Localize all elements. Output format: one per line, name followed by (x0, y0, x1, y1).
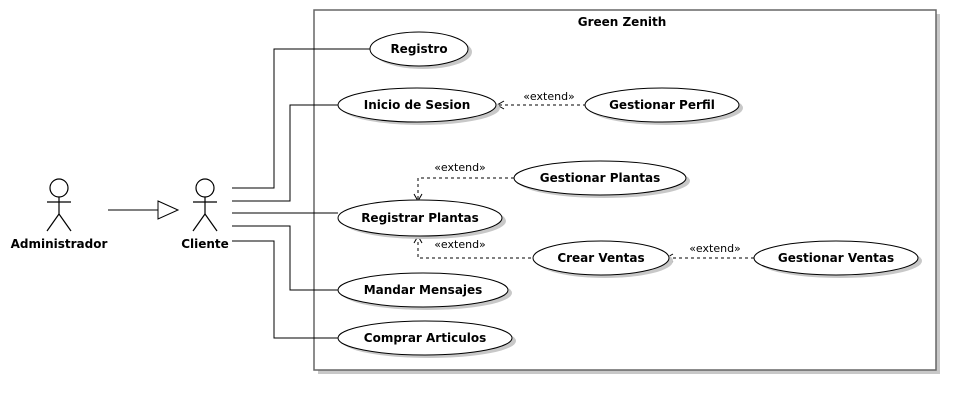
extend-relations: «extend» «extend» «extend» «extend» (413, 90, 754, 263)
use-case-crear-ventas-label: Crear Ventas (557, 251, 644, 265)
assoc-inicio-sesion (232, 104, 338, 202)
system-title: Green Zenith (578, 15, 667, 29)
use-case-crear-ventas[interactable]: Crear Ventas (532, 240, 673, 278)
use-case-mandar-mensajes[interactable]: Mandar Mensajes (337, 272, 512, 310)
use-case-gestionar-perfil-label: Gestionar Perfil (609, 98, 715, 112)
use-case-comprar-articulos-label: Comprar Articulos (364, 331, 486, 345)
use-case-gestionar-plantas-label: Gestionar Plantas (540, 171, 661, 185)
assoc-mandar-mensajes (232, 225, 338, 291)
extend-label-perfil: «extend» (523, 90, 575, 103)
use-case-gestionar-ventas-label: Gestionar Ventas (778, 251, 894, 265)
actor-cliente[interactable]: Cliente (181, 178, 229, 251)
use-case-mandar-mensajes-label: Mandar Mensajes (364, 283, 483, 297)
use-case-gestionar-ventas[interactable]: Gestionar Ventas (753, 240, 922, 278)
generalization-admin-cliente (108, 200, 180, 220)
assoc-registro (232, 48, 370, 189)
use-case-gestionar-perfil[interactable]: Gestionar Perfil (584, 87, 743, 125)
use-case-registro[interactable]: Registro (369, 31, 472, 69)
extend-label-crear-ventas: «extend» (434, 238, 486, 251)
actor-administrador-label: Administrador (11, 237, 108, 251)
use-case-registro-label: Registro (390, 42, 447, 56)
use-case-inicio-sesion[interactable]: Inicio de Sesion (337, 87, 500, 125)
assoc-comprar-articulos (232, 240, 338, 339)
use-case-gestionar-plantas[interactable]: Gestionar Plantas (513, 160, 690, 198)
extend-label-plantas: «extend» (434, 161, 486, 174)
extend-crear-ventas (417, 236, 537, 259)
actor-administrador[interactable]: Administrador (11, 178, 108, 251)
actor-cliente-label: Cliente (181, 237, 229, 251)
use-case-comprar-articulos[interactable]: Comprar Articulos (337, 320, 516, 358)
extend-label-gestionar-ventas: «extend» (689, 242, 741, 255)
use-case-registrar-plantas[interactable]: Registrar Plantas (337, 199, 506, 239)
use-case-inicio-sesion-label: Inicio de Sesion (364, 98, 471, 112)
associations (232, 48, 370, 339)
use-case-registrar-plantas-label: Registrar Plantas (361, 211, 479, 225)
extend-gestionar-plantas (417, 177, 514, 201)
